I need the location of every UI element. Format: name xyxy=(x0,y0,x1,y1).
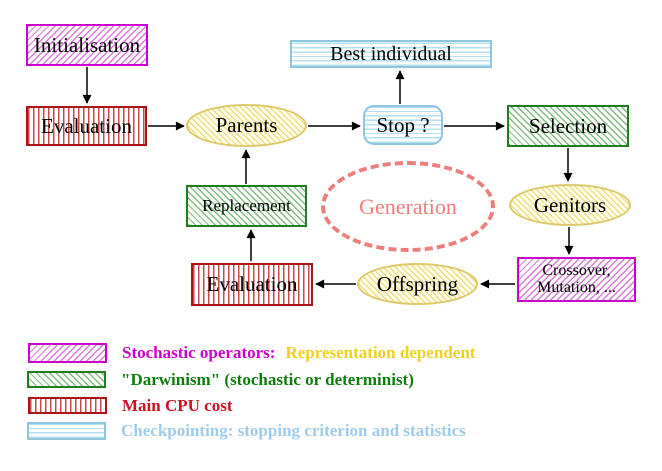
legend-swatch-checkpointing xyxy=(27,422,106,440)
node-parents: Parents xyxy=(186,104,307,147)
legend-label-main-cpu-cost: Main CPU cost xyxy=(122,395,233,415)
crossover-line1: Crossover, xyxy=(542,261,611,279)
node-offspring: Offspring xyxy=(357,263,478,305)
legend-swatch-stochastic-operators xyxy=(28,343,107,363)
generation-cycle-ellipse: Generation xyxy=(321,161,495,252)
legend-swatch-main-cpu-cost xyxy=(28,397,107,414)
node-best-individual: Best individual xyxy=(290,40,492,68)
crossover-line2: Mutation, ... xyxy=(537,278,616,296)
legend-row-main-cpu-cost: Main CPU cost xyxy=(28,395,233,415)
legend-row-darwinism: "Darwinism" (stochastic or determinist) xyxy=(27,369,414,389)
node-crossover-mutation: Crossover, Mutation, ... xyxy=(517,257,636,302)
node-stop: Stop ? xyxy=(363,105,443,145)
node-genitors: Genitors xyxy=(509,184,631,226)
legend-label-stochastic-operators: Stochastic operators: xyxy=(122,343,276,362)
node-evaluation-top: Evaluation xyxy=(26,106,147,146)
legend-label-darwinism: "Darwinism" (stochastic or determinist) xyxy=(121,369,414,389)
node-selection: Selection xyxy=(507,105,629,147)
legend-row-stochastic-operators: Stochastic operators: Representation dep… xyxy=(28,343,475,363)
legend-swatch-darwinism xyxy=(27,371,106,388)
generation-label: Generation xyxy=(359,193,457,219)
node-evaluation-bottom: Evaluation xyxy=(191,263,313,306)
legend-label-representation-dependent: Representation dependent xyxy=(285,343,476,362)
legend-label-checkpointing: Checkpointing: stopping criterion and st… xyxy=(121,421,466,440)
node-replacement: Replacement xyxy=(186,185,307,227)
legend-row-checkpointing: Checkpointing: stopping criterion and st… xyxy=(27,421,466,440)
node-initialisation: Initialisation xyxy=(26,24,148,66)
